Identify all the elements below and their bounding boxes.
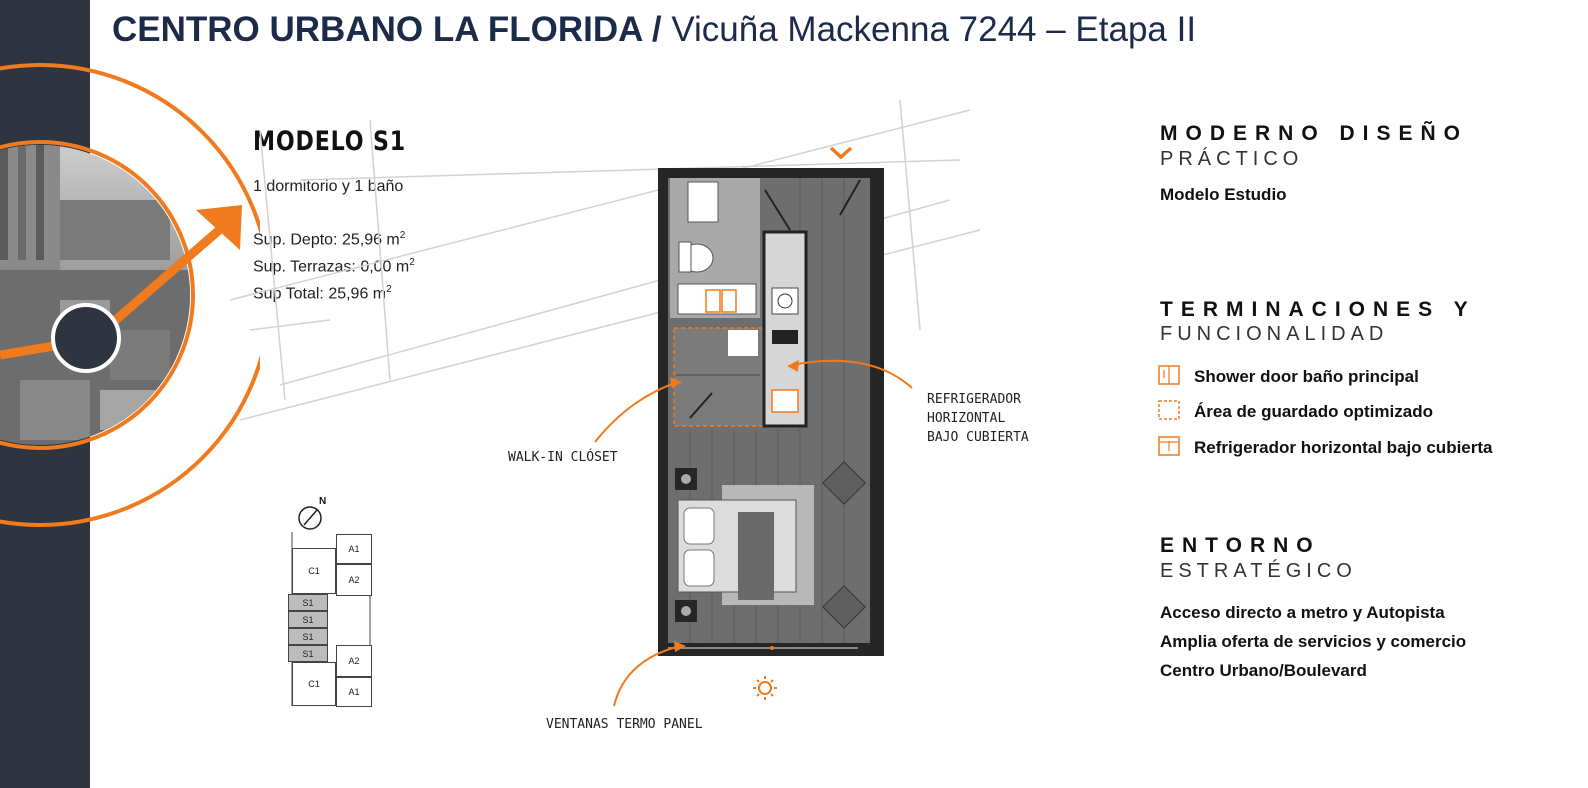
- section-diseno-subtitle: PRÁCTICO: [1160, 148, 1304, 170]
- unit-a1-bottom: A1: [336, 677, 372, 707]
- entry-chevron-icon: [829, 146, 853, 160]
- feature-shower-door: Shower door baño principal: [1194, 367, 1419, 386]
- unit-s1: S1: [288, 645, 328, 662]
- spec-sup-total: Sup Total: 25,96 m2: [253, 284, 392, 303]
- ventanas-arrow: [613, 645, 681, 707]
- section-diseno-line: Modelo Estudio: [1160, 185, 1287, 204]
- unit-s1: S1: [288, 628, 328, 645]
- fridge-icon: [1158, 436, 1180, 456]
- walkin-arrow: [594, 381, 679, 443]
- unit-a2-top: A2: [336, 564, 372, 596]
- model-description: 1 dormitorio y 1 baño: [253, 178, 404, 195]
- feature-fridge: Refrigerador horizontal bajo cubierta: [1194, 438, 1493, 457]
- unit-c1-top: C1: [292, 548, 336, 594]
- photo-ring: [0, 140, 195, 450]
- spec-sup-terrazas: Sup. Terrazas: 0,00 m2: [253, 257, 415, 276]
- shower-door-icon: [1158, 365, 1180, 385]
- section-entorno-title: ENTORNO: [1160, 534, 1321, 557]
- model-name: MODELO S1: [253, 126, 406, 157]
- outer-ring: [0, 63, 260, 527]
- arrow-head-icon: [196, 205, 242, 250]
- unit-c1-bottom: C1: [292, 662, 336, 706]
- city-photo-decoration: [0, 63, 260, 527]
- sun-icon: [753, 676, 777, 700]
- apartment-plan: [658, 168, 884, 656]
- walkin-closet-label: WALK-IN CLÓSET: [508, 450, 618, 465]
- unit-a2-bottom: A2: [336, 645, 372, 677]
- unit-s1: S1: [288, 611, 328, 628]
- section-terminaciones-subtitle: FUNCIONALIDAD: [1160, 323, 1389, 345]
- spec-sup-depto: Sup. Depto: 25,96 m2: [253, 230, 406, 249]
- location-marker-icon: [51, 303, 121, 373]
- unit-a1-top: A1: [336, 534, 372, 564]
- unit-s1: S1: [288, 594, 328, 611]
- entorno-line-boulevard: Centro Urbano/Boulevard: [1160, 661, 1367, 680]
- refrigerador-label: REFRIGERADOR HORIZONTAL BAJO CUBIERTA: [927, 392, 1029, 445]
- project-name: CENTRO URBANO LA FLORIDA /: [112, 10, 662, 49]
- entorno-line-metro: Acceso directo a metro y Autopista: [1160, 603, 1445, 622]
- project-address: Vicuña Mackenna 7244 – Etapa II: [661, 10, 1197, 49]
- compass-icon: [298, 506, 322, 530]
- storage-area-icon: [1158, 400, 1180, 420]
- section-terminaciones-title: TERMINACIONES Y: [1160, 298, 1476, 321]
- page-title: CENTRO URBANO LA FLORIDA / Vicuña Macken…: [112, 10, 1196, 50]
- refrigerador-arrow: [791, 359, 913, 389]
- entorno-line-servicios: Amplia oferta de servicios y comercio: [1160, 632, 1467, 651]
- north-label: N: [319, 496, 327, 507]
- ventanas-label: VENTANAS TERMO PANEL: [546, 717, 703, 732]
- section-diseno-title: MODERNO DISEÑO: [1160, 122, 1469, 145]
- feature-storage-area: Área de guardado optimizado: [1194, 402, 1433, 421]
- section-entorno-subtitle: ESTRATÉGICO: [1160, 560, 1357, 582]
